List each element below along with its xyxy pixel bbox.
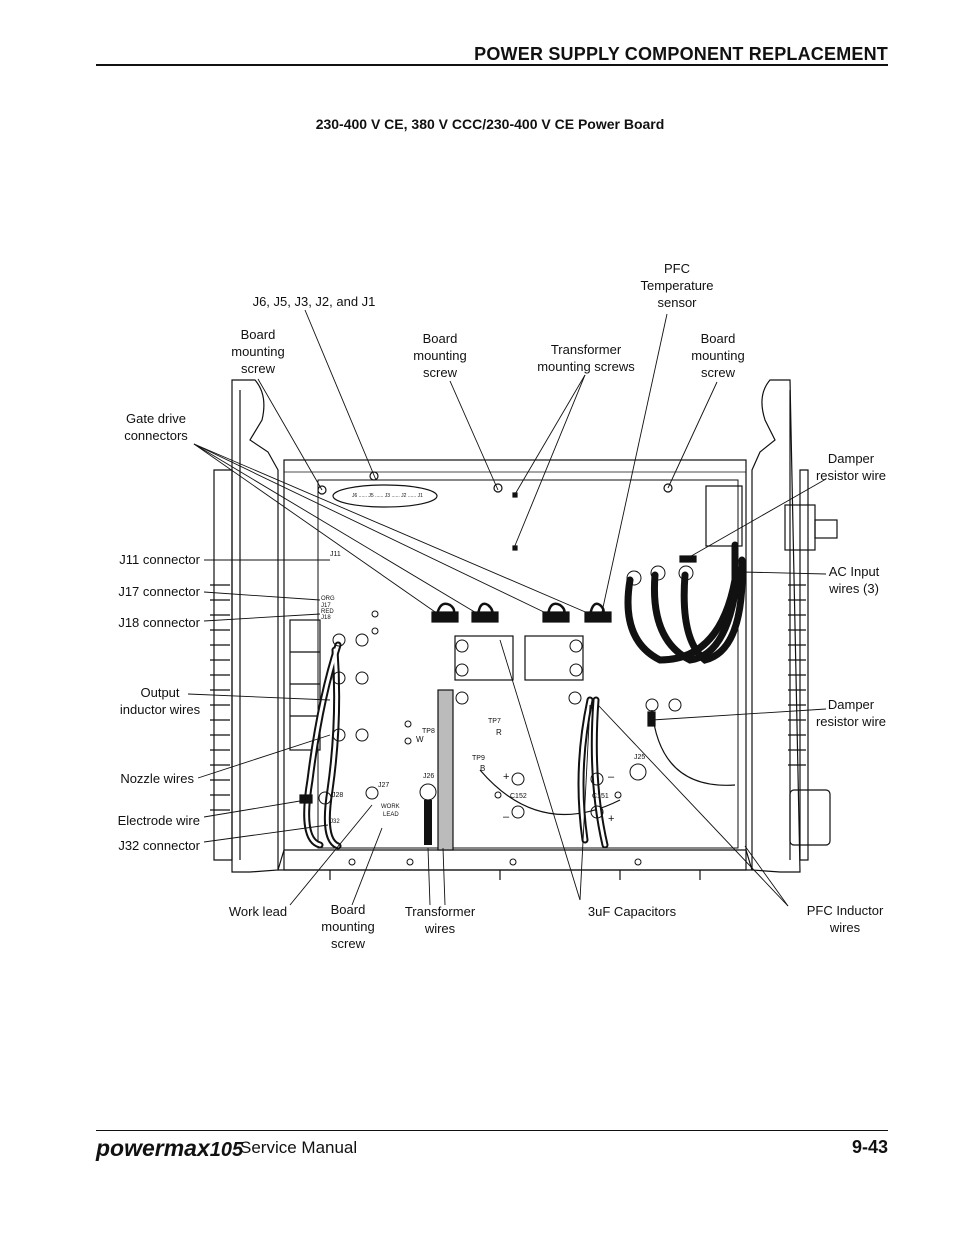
silk-c151: C151 [592, 793, 609, 800]
brand-model: 105 [209, 1139, 244, 1161]
silk-c152: C152 [510, 793, 527, 800]
page-number: 9-43 [851, 1137, 888, 1157]
label-board-mounting-screw-center: Board mounting screw [413, 331, 467, 380]
silk-j17: J17 [321, 603, 331, 609]
silk-tp7: TP7 [488, 718, 501, 725]
right-vents [788, 584, 806, 766]
pfc-temp-sensor [679, 555, 697, 563]
relay-block [705, 485, 743, 547]
label-board-mounting-screw-bottom: Board mounting screw [321, 902, 375, 951]
label-j17-connector: J17 connector [118, 584, 200, 599]
top-screws [317, 471, 673, 495]
label-damper-resistor-wire-bottom: Damper resistor wire [815, 697, 887, 729]
silk-j27: J27 [378, 782, 389, 789]
heat-sink [289, 619, 321, 751]
connector-strip-text: J6 ...... J5 ...... J3 ...... J2 ...... … [352, 493, 423, 499]
silk-tp9: TP9 [472, 755, 485, 762]
silk-tp8: TP8 [422, 728, 435, 735]
section-title: POWER SUPPLY COMPONENT REPLACEMENT [474, 44, 888, 64]
connector-strip [332, 484, 438, 508]
label-pfc-inductor-wires: PFC Inductor wires [806, 903, 884, 935]
footer-rule [96, 1130, 888, 1131]
leader-lines [187, 309, 827, 907]
silk-j32: J32 [330, 819, 340, 825]
silk-lead: LEAD [383, 812, 399, 818]
label-ac-input-wires: AC Input wires (3) [828, 564, 880, 596]
silk-j11: J11 [330, 551, 341, 558]
ac-input-cable-3 [680, 556, 746, 664]
label-output-inductor-wires: Output inductor wires [119, 685, 201, 717]
igbt-module-right [524, 635, 584, 681]
label-work-lead: Work lead [228, 904, 288, 919]
label-3uf-capacitors: 3uF Capacitors [587, 904, 677, 919]
label-j18-connector: J18 connector [118, 615, 200, 630]
silk-minus-right: – [608, 771, 615, 783]
silk-j28: J28 [332, 792, 343, 799]
capacitor-area [479, 769, 621, 816]
header-rule [96, 64, 888, 66]
power-board [317, 479, 739, 849]
label-j32-connector: J32 connector [118, 838, 200, 853]
strain-relief [789, 789, 831, 846]
label-j-connectors: J6, J5, J3, J2, and J1 [252, 294, 376, 309]
label-electrode-wire: Electrode wire [117, 813, 200, 828]
silk-j26: J26 [423, 773, 434, 780]
ac-input-cable-1 [624, 541, 739, 664]
left-vents [210, 584, 230, 811]
right-side-panel [751, 379, 801, 873]
transformer-bus-bar [437, 689, 454, 851]
silk-b: B [480, 764, 485, 773]
chassis-base [277, 849, 753, 871]
silk-plus-right: + [608, 813, 614, 825]
manual-name: Service Manual [240, 1138, 358, 1157]
silk-org: ORG [321, 596, 335, 602]
brand-logo: powermax105 [96, 1135, 243, 1162]
silk-red: RED [321, 609, 334, 615]
silk-w: W [416, 735, 424, 744]
igbt-module-left [454, 635, 514, 681]
damper-resistor-wire [651, 709, 736, 786]
label-j11-connector: J11 connector [119, 552, 200, 567]
label-board-mounting-screw-right: Board mounting screw [691, 331, 745, 380]
label-transformer-wires: Transformer wires [404, 904, 476, 936]
label-nozzle-wires: Nozzle wires [120, 771, 194, 786]
label-board-mounting-screw-left: Board mounting screw [231, 327, 285, 376]
figure-title: 230-400 V CE, 380 V CCC/230-400 V CE Pow… [315, 116, 665, 132]
brand-name: powermax [96, 1135, 210, 1161]
silk-j25: J25 [634, 754, 645, 761]
terminals [318, 565, 694, 866]
silk-minus-left: – [503, 811, 510, 823]
left-side-panel [231, 379, 279, 873]
label-transformer-mounting-screws: Transformer mounting screws [537, 342, 635, 374]
label-pfc-temperature-sensor: PFC Temperature sensor [640, 261, 714, 310]
silk-plus-left: + [503, 771, 509, 783]
chassis [283, 459, 747, 871]
silk-work: WORK [381, 804, 400, 810]
silk-j18: J18 [321, 615, 331, 621]
silk-r: R [496, 728, 502, 737]
ac-input-cable-2 [650, 566, 742, 664]
label-damper-resistor-wire-top: Damper resistor wire [815, 451, 887, 483]
label-gate-drive-connectors: Gate drive connectors [124, 411, 188, 443]
